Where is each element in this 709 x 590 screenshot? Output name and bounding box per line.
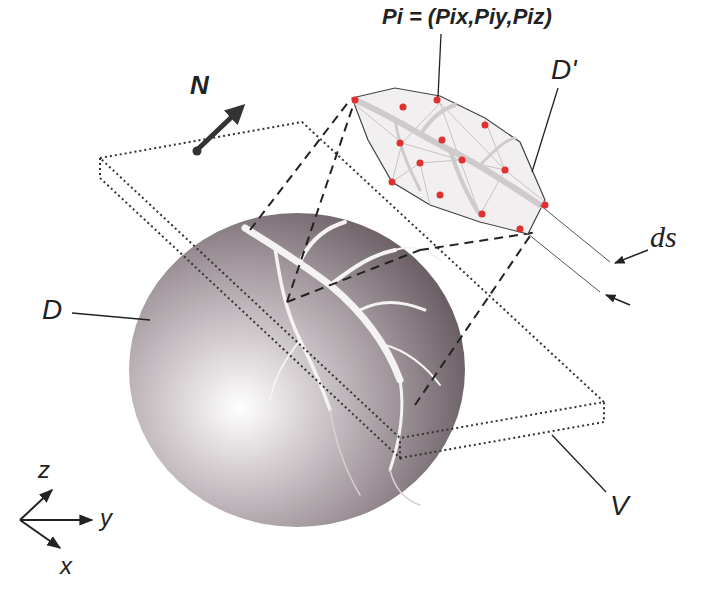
thickness-label: ds <box>650 222 677 252</box>
normal-arrow <box>193 111 239 156</box>
axes <box>20 490 92 548</box>
axis-label: z <box>38 458 50 482</box>
extracted-mesh <box>352 88 611 292</box>
sphere <box>129 213 465 527</box>
leader-lines <box>72 34 606 492</box>
thickness-arrow <box>615 250 648 263</box>
volume-label: V <box>610 492 629 520</box>
region-label: D <box>42 296 62 324</box>
normal-label: N <box>190 72 209 98</box>
vessels <box>245 222 440 505</box>
region-label: D' <box>551 56 577 84</box>
axis-label: y <box>100 506 112 530</box>
thickness-arrow <box>606 295 630 305</box>
point-label: Pi = (Pix,Piy,Piz) <box>382 6 552 28</box>
axis-label: x <box>60 554 72 578</box>
